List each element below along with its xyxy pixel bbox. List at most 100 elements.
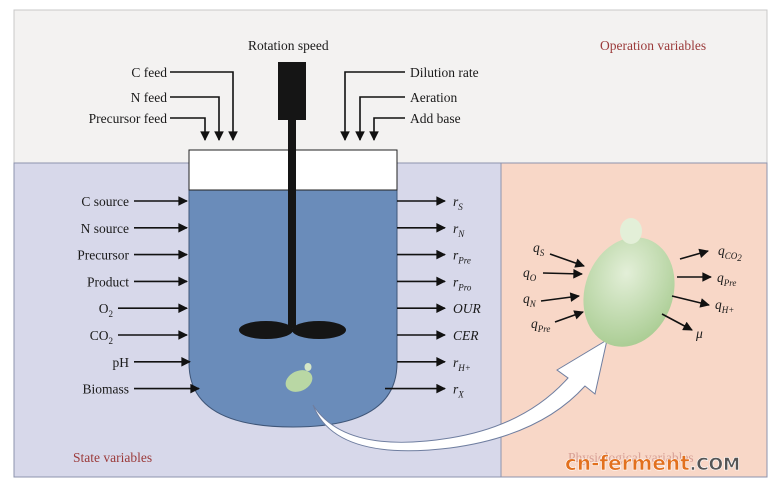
state-output-label-7: rX [453, 382, 464, 400]
operation-right-arrow-1 [355, 96, 405, 141]
cell-output-arrow-0 [679, 248, 709, 260]
state-output-label-7-text: r [453, 382, 459, 397]
state-input-label-4-text: O [99, 301, 109, 316]
state-variables-label: State variables [73, 450, 152, 465]
state-output-label-0: rS [453, 194, 463, 212]
impeller-blade-right [292, 321, 346, 339]
cell-input-arrow-2 [540, 292, 580, 302]
operation-input-label-2-text: Precursor feed [89, 111, 168, 126]
operation-output-label-2: Add base [410, 111, 461, 126]
cell-large [583, 218, 675, 347]
cell-output-label-0-text: q [718, 243, 725, 258]
watermark-main: cn-ferment [565, 451, 690, 475]
cell-input-label-1-text: q [523, 265, 530, 280]
cell-input-arrow-1 [542, 268, 583, 279]
operation-output-label-0-text: Dilution rate [410, 65, 479, 80]
state-input-label-7-text: Biomass [82, 382, 129, 397]
rotation-speed-label: Rotation speed [248, 38, 329, 53]
operation-output-label-1: Aeration [410, 90, 457, 105]
operation-panel [13, 9, 768, 164]
state-output-label-1-subscript: N [457, 229, 465, 239]
state-output-label-1-text: r [453, 221, 459, 236]
operation-output-label-0: Dilution rate [410, 65, 479, 80]
state-input-label-5-text: CO [90, 328, 109, 343]
state-output-label-2-subscript: Pre [457, 256, 471, 266]
watermark: cn-ferment.COM [565, 451, 740, 475]
state-output-label-4: OUR [453, 301, 481, 316]
cell-input-label-3: qPre [531, 316, 550, 334]
operation-right-arrow-0 [340, 71, 405, 141]
state-output-label-6-text: r [453, 355, 459, 370]
state-output-label-7-subscript: X [457, 390, 464, 400]
cell-output-label-2: qH+ [715, 297, 734, 315]
cell-input-label-1-subscript: O [530, 273, 537, 283]
state-input-label-2-text: Precursor [77, 248, 129, 263]
operation-output-label-2-text: Add base [410, 111, 461, 126]
operation-input-arrow-2 [170, 117, 210, 141]
cell-output-label-0-subscript: CO [725, 251, 738, 261]
state-input-label-5: CO2 [90, 328, 113, 346]
state-input-label-3-text: Product [87, 274, 129, 289]
cell-input-label-0: qS [533, 240, 545, 258]
cell-output-label-1-text: q [717, 270, 724, 285]
state-output-label-0-subscript: S [458, 202, 463, 212]
state-input-label-4-subscript: 2 [109, 309, 114, 319]
state-input-label-4: O2 [99, 301, 113, 319]
state-output-label-1: rN [453, 221, 465, 239]
shaft [288, 118, 296, 328]
cell-input-label-2-subscript: N [529, 299, 537, 309]
cell-output-label-1-subscript: Pre [723, 278, 737, 288]
state-input-label-2: Precursor [77, 248, 129, 263]
state-output-label-3-subscript: Pro [457, 282, 472, 292]
state-output-label-5: CER [453, 328, 479, 343]
operation-variables-label: Operation variables [600, 38, 706, 53]
state-output-label-4-text: OUR [453, 301, 481, 316]
state-output-label-3-text: r [453, 274, 459, 289]
motor [278, 62, 306, 120]
cell-input-label-2-text: q [523, 291, 530, 306]
state-input-label-0-text: C source [81, 194, 129, 209]
cell-output-label-2-text: q [715, 297, 722, 312]
bioreactor [188, 62, 398, 428]
cell-input-label-0-subscript: S [540, 248, 545, 258]
cell-output-label-3: μ [695, 326, 703, 341]
state-output-label-0-text: r [453, 194, 459, 209]
operation-output-label-1-text: Aeration [410, 90, 457, 105]
cell-output-arrow-2 [671, 295, 710, 308]
state-input-label-0: C source [81, 194, 129, 209]
cell-input-label-0-text: q [533, 240, 540, 255]
cell-input-arrow-3 [554, 310, 584, 323]
state-input-label-6-text: pH [113, 355, 130, 370]
state-output-label-3: rPro [453, 274, 472, 292]
state-input-label-1-text: N source [81, 221, 129, 236]
state-output-label-6-subscript: H+ [457, 363, 471, 373]
cell-input-arrow-0 [549, 253, 585, 268]
operation-input-label-0: C feed [131, 65, 167, 80]
cell-input-label-3-subscript: Pre [537, 324, 551, 334]
state-output-label-6: rH+ [453, 355, 471, 373]
state-input-label-1: N source [81, 221, 129, 236]
operation-input-label-1-text: N feed [131, 90, 168, 105]
state-input-label-7: Biomass [82, 382, 129, 397]
state-output-label-5-text: CER [453, 328, 479, 343]
cell-output-arrow-3 [661, 313, 693, 331]
state-output-label-2: rPre [453, 248, 471, 266]
state-output-label-2-text: r [453, 248, 459, 263]
operation-right-arrow-2 [369, 117, 405, 141]
cell-small [285, 363, 313, 392]
cell-input-label-2: qN [523, 291, 537, 309]
cell-output-label-0: qCO2 [718, 243, 742, 263]
operation-input-arrow-0 [170, 71, 238, 141]
transfer-arrow [312, 338, 608, 452]
cell-output-label-2-subscript: H+ [721, 305, 735, 315]
physiological-variables-label: Physiological variables [568, 450, 694, 465]
operation-input-label-1: N feed [131, 90, 168, 105]
cell-input-label-3-text: q [531, 316, 538, 331]
cell-output-label-3-text: μ [695, 326, 703, 341]
